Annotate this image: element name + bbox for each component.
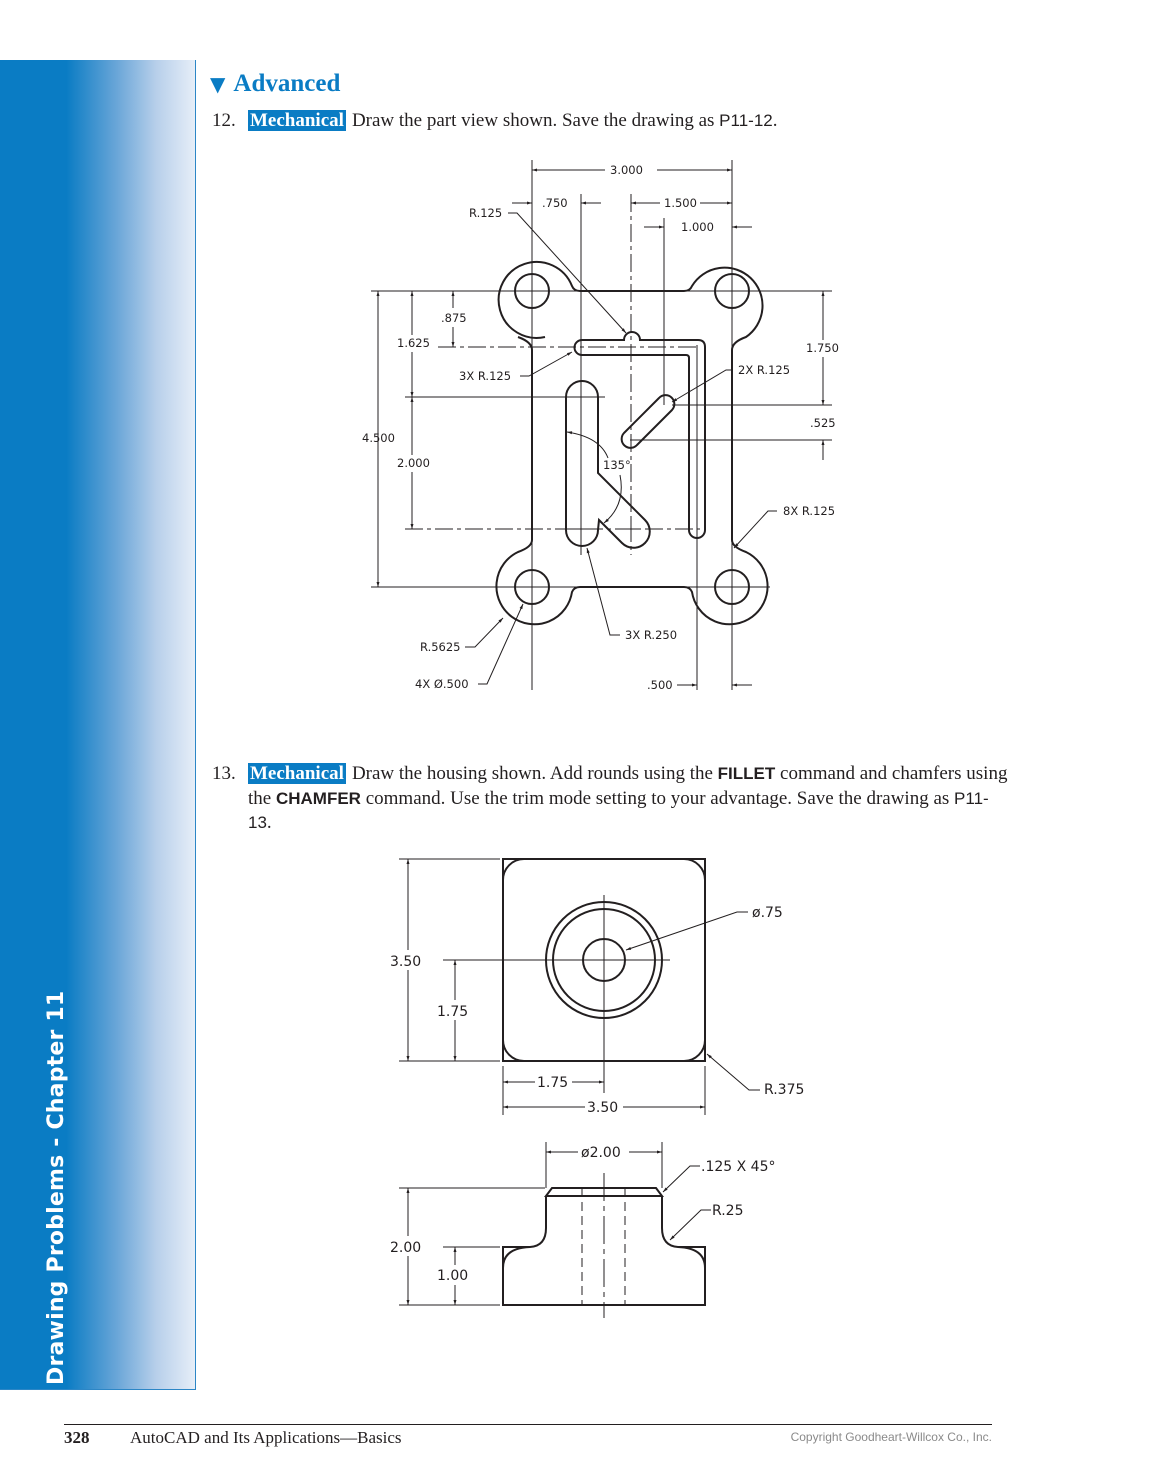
problem-number: 12. <box>212 110 236 131</box>
filename: P11-13 <box>248 788 989 833</box>
dim-525: .525 <box>810 416 836 430</box>
category-badge: Mechanical <box>248 763 346 784</box>
punctuation: . <box>772 110 778 131</box>
problem-text: command and chamfers using the <box>248 763 1008 809</box>
dim-r5625: R.5625 <box>420 640 461 654</box>
footer-divider <box>64 1424 992 1425</box>
dim-500: .500 <box>647 678 673 692</box>
dim-4x-dia500: 4X Ø.500 <box>415 677 469 691</box>
dim-3x-r250: 3X R.250 <box>625 628 677 642</box>
part-outline <box>495 260 769 626</box>
section-heading: ▼ Advanced <box>210 70 340 98</box>
page-number: 328 <box>64 1428 90 1447</box>
dim-dia200: ø2.00 <box>581 1145 621 1161</box>
problem-text: Draw the housing shown. Add rounds using… <box>351 763 718 784</box>
housing-front-view <box>399 1142 711 1318</box>
command-chamfer: CHAMFER <box>275 788 361 808</box>
filename: P11-12 <box>719 111 773 130</box>
dim-1625: 1.625 <box>397 336 430 350</box>
chapter-sidebar-tab <box>0 60 196 1390</box>
problem-13-number: 13. <box>212 763 236 784</box>
dim-875: .875 <box>441 311 467 325</box>
dim-350-vertical: 3.50 <box>390 954 421 970</box>
dim-175-horizontal: 1.75 <box>537 1075 568 1091</box>
housing-top-view <box>399 858 760 1115</box>
dim-r375: R.375 <box>764 1082 804 1098</box>
problem-text: Draw the part view shown. Save the drawi… <box>351 110 720 131</box>
dim-350-horizontal: 3.50 <box>587 1100 618 1116</box>
dim-4500: 4.500 <box>362 431 395 445</box>
dim-dia75: ø.75 <box>752 905 783 921</box>
dim-2000: 2.000 <box>397 456 430 470</box>
problem-text: command. Use the trim mode setting to yo… <box>360 787 955 809</box>
command-fillet: FILLET <box>717 764 776 783</box>
dim-3x-r125: 3X R.125 <box>459 369 511 383</box>
dim-100: 1.00 <box>437 1268 468 1284</box>
dim-1750: 1.750 <box>806 341 839 355</box>
dim-r125: R.125 <box>469 206 502 220</box>
dim-chamfer: .125 X 45° <box>701 1159 775 1175</box>
dim-r25: R.25 <box>712 1203 744 1219</box>
dim-angle-135: 135° <box>603 458 631 472</box>
dim-3000: 3.000 <box>610 163 643 177</box>
copyright: Copyright Goodheart-Willcox Co., Inc. <box>790 1430 992 1444</box>
punctuation: . <box>266 812 272 833</box>
dim-8x-r125: 8X R.125 <box>783 504 835 518</box>
category-badge: Mechanical <box>248 110 346 131</box>
dim-1000: 1.000 <box>681 220 714 234</box>
triangle-marker-icon: ▼ <box>210 72 226 96</box>
dim-750: .750 <box>542 196 568 210</box>
dim-200: 2.00 <box>390 1240 421 1256</box>
section-title: Advanced <box>233 70 341 97</box>
dim-2x-r125: 2X R.125 <box>738 363 790 377</box>
book-title: AutoCAD and Its Applications—Basics <box>130 1428 402 1447</box>
dim-175-vertical: 1.75 <box>437 1004 468 1020</box>
dim-1500: 1.500 <box>664 196 697 210</box>
